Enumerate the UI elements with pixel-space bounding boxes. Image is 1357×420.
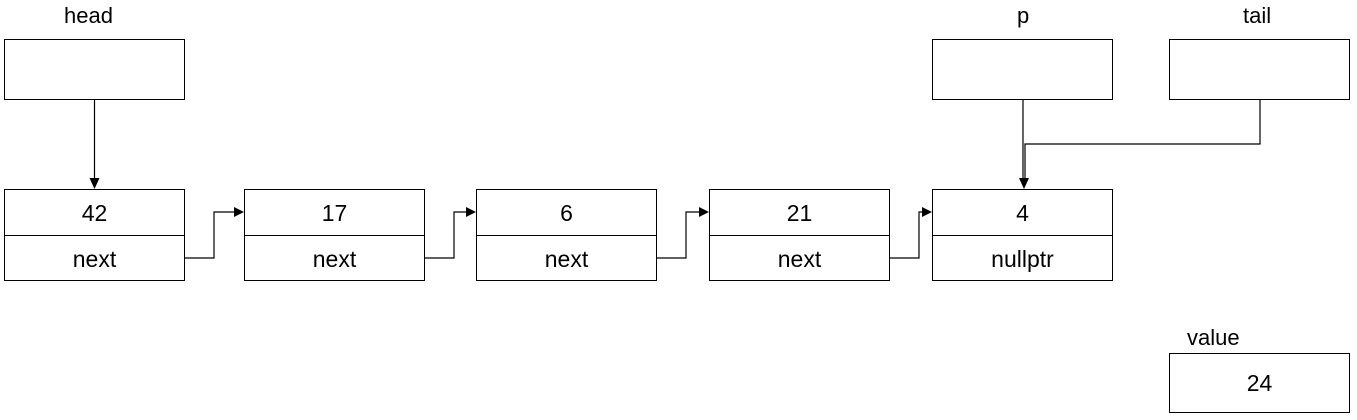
head-label: head xyxy=(64,3,113,28)
arrowhead xyxy=(89,178,100,189)
node-data: 4 xyxy=(933,190,1112,236)
arrowhead xyxy=(1019,178,1029,189)
list-node-1: 42 next xyxy=(4,189,185,281)
node-data: 42 xyxy=(5,190,184,236)
arrowhead xyxy=(922,207,932,217)
arrowhead xyxy=(466,207,476,217)
next-link-4-5 xyxy=(890,211,925,259)
node-data: 21 xyxy=(710,190,889,236)
next-link-1-2 xyxy=(185,211,237,259)
list-node-2: 17 next xyxy=(244,189,425,281)
node-next: next xyxy=(544,245,589,272)
p-label: p xyxy=(1017,3,1030,28)
head-pointer-box xyxy=(4,39,185,100)
p-pointer-box xyxy=(932,39,1113,100)
tail-pointer-box xyxy=(1169,39,1350,100)
list-node-5: 4 nullptr xyxy=(932,189,1113,281)
list-node-4: 21 next xyxy=(709,189,890,281)
node-next: next xyxy=(312,245,357,272)
value-label: value xyxy=(1187,325,1240,350)
node-next: next xyxy=(72,245,117,272)
next-link-2-3 xyxy=(425,211,469,259)
arrowhead xyxy=(234,207,244,217)
arrowhead xyxy=(699,207,709,217)
value-box: 24 xyxy=(1169,353,1350,413)
next-link-3-4 xyxy=(657,211,702,259)
node-next: nullptr xyxy=(991,245,1054,272)
node-data: 17 xyxy=(245,190,424,236)
tail-to-node-line xyxy=(1024,100,1261,182)
node-data: 6 xyxy=(477,190,656,236)
value-box-text: 24 xyxy=(1246,370,1273,396)
list-node-3: 6 next xyxy=(476,189,657,281)
tail-label: tail xyxy=(1243,3,1272,28)
node-next: next xyxy=(777,245,822,272)
